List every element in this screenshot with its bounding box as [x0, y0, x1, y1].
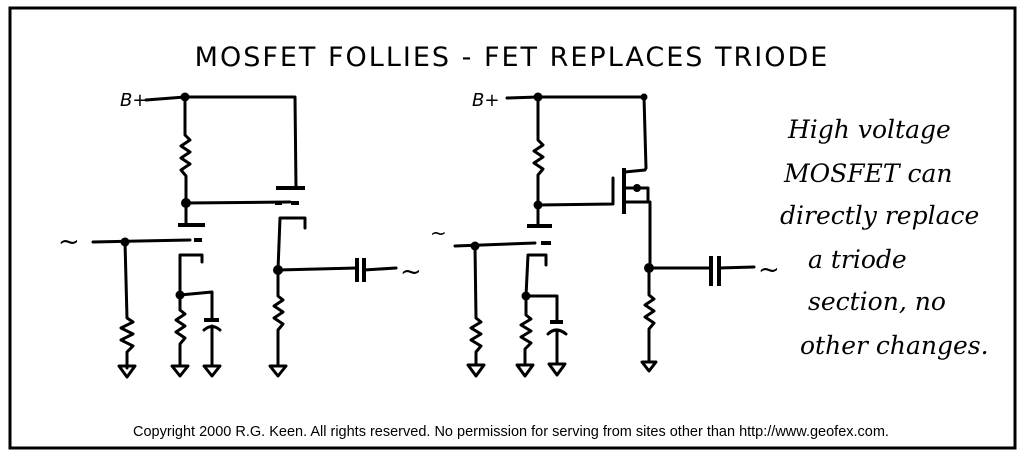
copyright-notice: Copyright 2000 R.G. Keen. All rights res… [133, 424, 889, 440]
triode-1-cathode [524, 253, 548, 298]
triode-1-cathode [178, 253, 204, 297]
ground-icon [547, 362, 567, 377]
right-grid-resistor [466, 244, 486, 378]
note-line-5: section, no [808, 287, 946, 316]
right-cathode-wire [524, 294, 559, 322]
ground-icon [170, 364, 190, 378]
left-bplus-label: B+ [120, 90, 147, 111]
left-grid-resistor [117, 240, 137, 379]
mosfet-source [623, 200, 652, 270]
right-input-wire [453, 241, 537, 248]
left-plate-resistor [179, 95, 192, 204]
diagram-title: MOSFET FOLLIES - FET REPLACES TRIODE [195, 42, 830, 73]
right-drain-corner [640, 93, 648, 101]
right-cathode-resistor [515, 294, 535, 378]
right-bplus-rail [505, 95, 648, 170]
ground-icon [515, 363, 535, 378]
mosfet-arrow [633, 184, 641, 192]
left-bplus-rail [144, 95, 298, 190]
left-cathode-wire [178, 290, 214, 322]
left-interstage-wire [184, 200, 292, 205]
left-cathode-resistor [170, 293, 190, 378]
left-source-resistor [268, 268, 288, 378]
right-gate-wire [536, 176, 615, 207]
right-mosfet [622, 166, 652, 270]
mosfet-body [623, 186, 650, 204]
mosfet-drain [623, 166, 648, 174]
left-circuit: B+ ~ [58, 90, 422, 379]
right-circuit: B+ ~ [430, 90, 780, 378]
annotation-note: High voltage MOSFET can directly replace… [780, 115, 989, 360]
note-line-4: a triode [808, 245, 907, 274]
left-input-wire [91, 238, 192, 244]
right-plate-resistor [532, 95, 545, 207]
left-output-symbol: ~ [400, 257, 422, 287]
ground-icon [268, 364, 288, 378]
note-line-3: directly replace [780, 201, 979, 230]
left-input-symbol: ~ [58, 227, 80, 257]
left-output-coupling-capacitor [276, 258, 398, 282]
right-input-symbol: ~ [430, 221, 447, 245]
right-bplus-label: B+ [472, 90, 499, 111]
note-line-2: MOSFET can [783, 159, 952, 188]
right-output-coupling-capacitor [647, 256, 756, 286]
left-triode-2 [275, 186, 307, 272]
right-output-symbol: ~ [758, 255, 780, 285]
ground-icon [202, 364, 222, 378]
frame-border [8, 6, 1017, 450]
right-cathode-bypass-capacitor [546, 320, 568, 377]
note-line-6: other changes. [800, 331, 989, 360]
right-triode-1 [524, 224, 552, 298]
note-line-1: High voltage [787, 115, 951, 144]
ground-icon [640, 360, 658, 373]
triode-2-cathode [276, 216, 307, 272]
left-cathode-bypass-capacitor [202, 318, 222, 378]
left-triode-1 [178, 223, 205, 297]
ground-icon [117, 364, 137, 379]
right-source-resistor [640, 266, 658, 373]
ground-icon [466, 363, 486, 378]
